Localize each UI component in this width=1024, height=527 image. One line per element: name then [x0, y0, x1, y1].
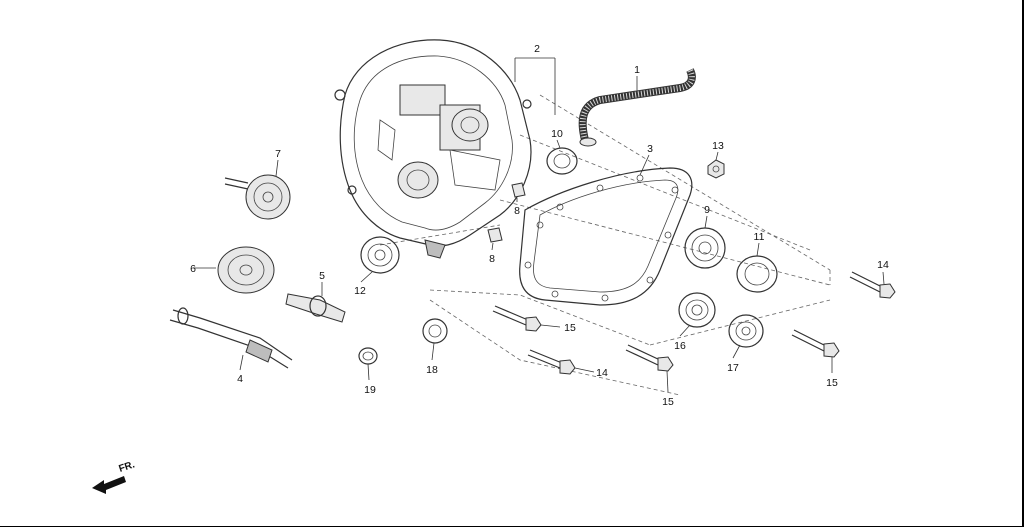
front-direction-indicator: FR.: [92, 459, 136, 494]
callout-8-upper: 8: [514, 205, 520, 217]
dowel-pins: [487, 182, 526, 243]
callout-19: 19: [364, 384, 376, 396]
callout-12: 12: [354, 285, 366, 297]
callout-1: 1: [634, 64, 640, 76]
callout-15-center: 15: [662, 396, 674, 408]
bolt-15-right: [791, 329, 840, 358]
bolt-15-center: [625, 344, 674, 372]
oil-seal-10: [546, 147, 578, 175]
nut-13: [707, 159, 725, 179]
front-arrow-icon: [92, 476, 126, 494]
bolt-14-upper: [849, 271, 896, 299]
oil-seal-11: [736, 255, 778, 293]
callout-17: 17: [727, 362, 739, 374]
gear-6: [217, 246, 275, 294]
callout-14-upper: 14: [877, 259, 889, 271]
callout-6: 6: [190, 263, 196, 275]
callout-16: 16: [674, 340, 686, 352]
gasket: [519, 167, 693, 306]
callout-labels: 1 2 3 4 5 6 7 8 8 9 10 11 12 13 14 14 15…: [190, 43, 889, 408]
callout-8-lower: 8: [489, 253, 495, 265]
callout-15-left: 15: [564, 322, 576, 334]
bolt-14-lower: [527, 349, 576, 375]
callout-13: 13: [712, 140, 724, 152]
shaft-4: [169, 307, 293, 369]
callout-15-right: 15: [826, 377, 838, 389]
callout-18: 18: [426, 364, 438, 376]
crankcase-cover: [334, 39, 532, 259]
callout-10: 10: [551, 128, 563, 140]
callout-2: 2: [534, 43, 540, 55]
gear-shaft-7: [224, 174, 291, 220]
oil-seal-18: [422, 318, 448, 344]
callout-7: 7: [275, 148, 281, 160]
callout-9: 9: [704, 204, 710, 216]
callout-5: 5: [319, 270, 325, 282]
breather-tube: [578, 68, 696, 147]
washer-19: [358, 347, 378, 365]
bearing-9: [684, 227, 726, 269]
callout-14-lower: 14: [596, 367, 608, 379]
callout-11: 11: [754, 231, 765, 243]
front-direction-label: FR.: [118, 459, 137, 475]
leader-lines: [193, 57, 885, 393]
bearing-17: [728, 314, 764, 348]
bolt-15-left: [492, 305, 542, 332]
bearing-12: [360, 236, 400, 274]
callout-4: 4: [237, 373, 243, 385]
bearing-16: [678, 292, 716, 328]
shaft-5: [285, 293, 346, 323]
callout-3: 3: [647, 143, 653, 155]
